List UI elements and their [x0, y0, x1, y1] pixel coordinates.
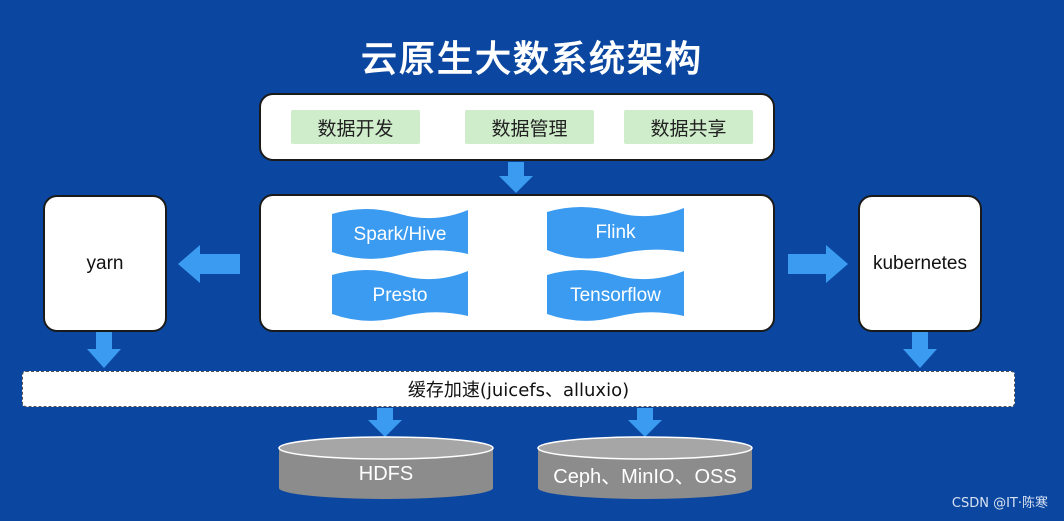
- arrow-down-kubernetes-to-cache: [903, 332, 937, 368]
- diagram-title: 云原生大数系统架构: [360, 39, 703, 80]
- engine-spark-hive: Spark/Hive: [353, 224, 447, 245]
- tag-data-development: 数据开发: [291, 110, 420, 144]
- cache-acceleration-layer: 缓存加速(juicefs、alluxio): [22, 371, 1015, 407]
- arrow-down-cache-to-hdfs: [368, 408, 402, 437]
- arrow-right-to-kubernetes: [788, 245, 848, 283]
- banner-presto-shape: [332, 270, 468, 321]
- arrow-down-yarn-to-cache: [87, 332, 121, 368]
- storage-ceph-minio-oss-label: Ceph、MinIO、OSS: [553, 465, 737, 488]
- yarn-node: yarn: [43, 195, 167, 332]
- engine-tensorflow: Tensorflow: [570, 285, 661, 306]
- tag-data-management: 数据管理: [465, 110, 594, 144]
- storage-hdfs-cylinder: [278, 436, 494, 499]
- banner-spark-hive-shape: [332, 209, 468, 259]
- arrow-down-top-to-engine: [499, 162, 533, 193]
- tag-data-sharing: 数据共享: [624, 110, 753, 144]
- engine-flink: Flink: [595, 222, 636, 243]
- arrow-left-to-yarn: [178, 245, 240, 283]
- watermark: CSDN @IT·陈寒: [951, 496, 1048, 511]
- banner-tensorflow-shape: [547, 270, 684, 321]
- storage-ceph-cylinder: [537, 436, 753, 499]
- banner-flink-shape: [547, 207, 684, 259]
- kubernetes-node: kubernetes: [858, 195, 982, 332]
- engine-presto: Presto: [372, 285, 428, 306]
- storage-hdfs-label: HDFS: [358, 462, 414, 485]
- arrow-down-cache-to-ceph: [628, 408, 662, 437]
